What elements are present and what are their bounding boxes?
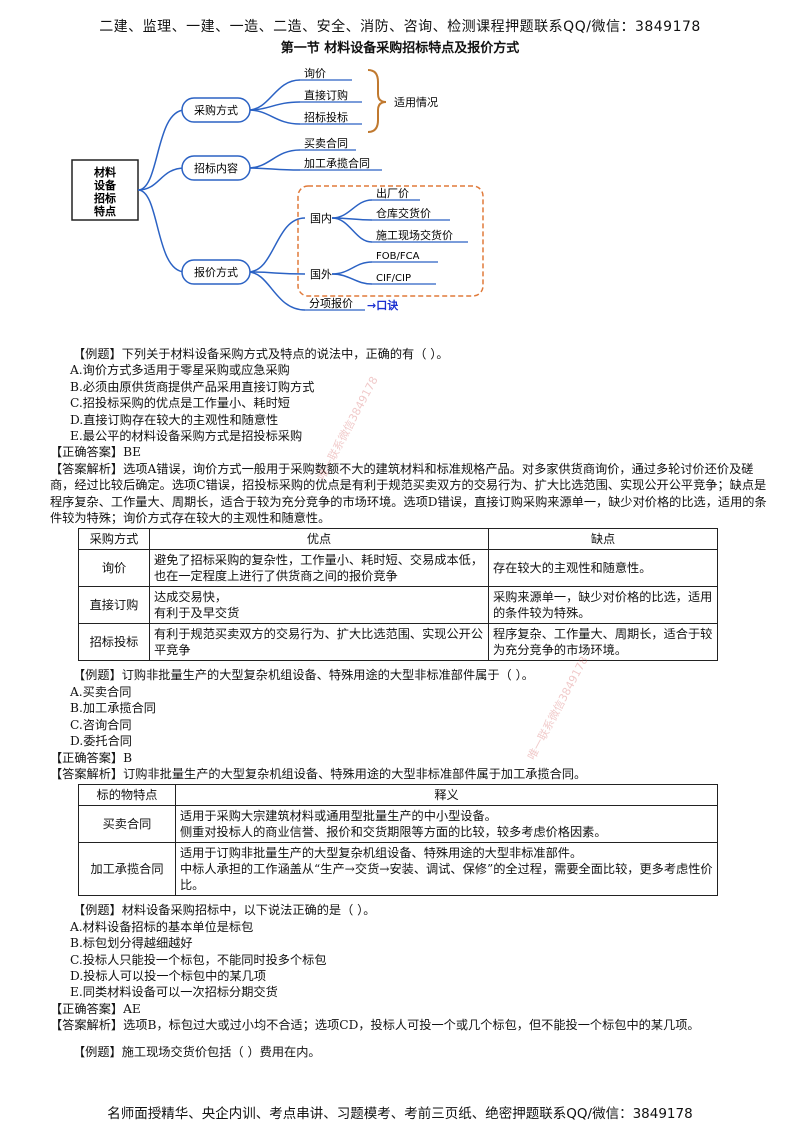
purchase-method-table: 采购方式 优点 缺点 询价 避免了招标采购的复杂性，工作量小、耗时短、交易成本低… bbox=[78, 528, 718, 662]
mnemonic-note: →口诀 bbox=[367, 298, 399, 312]
branch-box-tender-content bbox=[181, 155, 251, 181]
mindmap-root-box bbox=[71, 159, 139, 221]
table-cell: 加工承揽合同 bbox=[78, 842, 176, 897]
mind-map: 材料 设备 招标 特点 bbox=[71, 67, 484, 312]
table-cell: 询价 bbox=[78, 549, 150, 588]
table-cell: 直接订购 bbox=[78, 586, 150, 625]
branch-label: 采购方式 bbox=[194, 103, 238, 117]
main-content: 【例题】下列关于材料设备采购方式及特点的说法中，正确的有（ ）。 A.询价方式多… bbox=[50, 346, 767, 1060]
mindmap-item: 分项报价 bbox=[309, 296, 353, 310]
option: B.必须由原供货商提供产品采用直接订购方式 bbox=[70, 379, 315, 394]
table-cell: 存在较大的主观性和随意性。 bbox=[488, 549, 718, 588]
table-header: 采购方式 bbox=[78, 528, 150, 551]
option: D.直接订购存在较大的主观性和随意性 bbox=[70, 412, 279, 427]
table-cell: 程序复杂、工作量大、周期长，适合于较为充分竞争的市场环境。 bbox=[488, 623, 718, 662]
table-cell: 采购来源单一，缺少对价格的比选，适用的条件较为特殊。 bbox=[488, 586, 718, 625]
option: C.投标人只能投一个标包，不能同时投多个标包 bbox=[70, 952, 327, 967]
option: B.加工承揽合同 bbox=[70, 701, 156, 716]
table-cell: 招标投标 bbox=[78, 623, 150, 662]
mindmap-item: 施工现场交货价 bbox=[376, 228, 453, 242]
mindmap-item: 出厂价 bbox=[376, 186, 409, 200]
option: E.同类材料设备可以一次招标分期交货 bbox=[70, 985, 278, 1000]
table-row: 直接订购 达成交易快， 有利于及早交货 采购来源单一，缺少对价格的比选，适用的条… bbox=[78, 586, 718, 625]
table-header: 优点 bbox=[149, 528, 489, 551]
correct-answer: 【正确答案】B bbox=[50, 750, 133, 765]
mindmap-item: FOB/FCA bbox=[376, 251, 420, 262]
table-header: 释义 bbox=[175, 784, 718, 807]
table-cell: 买卖合同 bbox=[78, 805, 176, 844]
table-row: 询价 避免了招标采购的复杂性，工作量小、耗时短、交易成本低，也在一定程度上进行了… bbox=[78, 549, 718, 588]
question-stem: 【例题】材料设备采购招标中，以下说法正确的是（ ）。 bbox=[73, 903, 376, 918]
table-header: 标的物特点 bbox=[78, 784, 176, 807]
mindmap-item: 询价 bbox=[304, 67, 326, 80]
mindmap-item: 买卖合同 bbox=[304, 136, 348, 150]
table-cell: 达成交易快， 有利于及早交货 bbox=[149, 586, 489, 625]
table-row: 加工承揽合同 适用于订购非批量生产的大型复杂机组设备、特殊用途的大型非标准部件。… bbox=[78, 842, 718, 897]
brace-note: 适用情况 bbox=[394, 96, 438, 109]
table-row: 招标投标 有利于规范买卖双方的交易行为、扩大比选范围、实现公开公平竞争 程序复杂… bbox=[78, 623, 718, 662]
brace-shape bbox=[367, 69, 387, 133]
branch-box-purchase-method bbox=[181, 97, 251, 123]
mindmap-item: 加工承揽合同 bbox=[304, 156, 370, 170]
domestic-label: 国内 bbox=[310, 211, 332, 225]
mindmap-root-line: 材料 bbox=[94, 165, 116, 179]
question-stem: 【例题】下列关于材料设备采购方式及特点的说法中，正确的有（ ）。 bbox=[73, 347, 449, 361]
answer-analysis: 【答案解析】选项A错误，询价方式一般用于采购数额不大的建筑材料和标准规格产品。对… bbox=[50, 461, 767, 526]
mindmap-item: CIF/CIP bbox=[376, 273, 411, 284]
mindmap-item: 招标投标 bbox=[304, 110, 348, 124]
mindmap-root-line: 设备 bbox=[94, 178, 117, 192]
table-cell: 避免了招标采购的复杂性，工作量小、耗时短、交易成本低，也在一定程度上进行了供货商… bbox=[149, 549, 489, 588]
table-header: 缺点 bbox=[488, 528, 718, 551]
mindmap-item: 仓库交货价 bbox=[376, 206, 431, 220]
answer-analysis: 【答案解析】订购非批量生产的大型复杂机组设备、特殊用途的大型非标准部件属于加工承… bbox=[50, 766, 587, 781]
contract-type-table: 标的物特点 释义 买卖合同 适用于采购大宗建筑材料或通用型批量生产的中小型设备。… bbox=[78, 784, 718, 897]
option: D.委托合同 bbox=[70, 734, 132, 749]
option: D.投标人可以投一个标包中的某几项 bbox=[70, 968, 267, 983]
option: B.标包划分得越细越好 bbox=[70, 936, 193, 951]
question-stem: 【例题】订购非批量生产的大型复杂机组设备、特殊用途的大型非标准部件属于（ ）。 bbox=[73, 668, 534, 683]
correct-answer: 【正确答案】BE bbox=[50, 445, 141, 460]
question-stem: 【例题】施工现场交货价包括（ ）费用在内。 bbox=[73, 1044, 321, 1059]
page-header: 二建、监理、一建、一造、二造、安全、消防、咨询、检测课程押题联系QQ/微信：38… bbox=[99, 19, 701, 35]
option: C.咨询合同 bbox=[70, 717, 132, 732]
mindmap-connectors bbox=[137, 79, 373, 311]
option: A.买卖合同 bbox=[70, 684, 132, 699]
mindmap-underlines bbox=[300, 79, 468, 311]
mindmap-item: 直接订购 bbox=[304, 88, 348, 102]
dashed-group-box bbox=[297, 185, 484, 297]
answer-analysis: 【答案解析】选项B，标包过大或过小均不合适；选项CD，投标人可投一个或几个标包，… bbox=[50, 1018, 700, 1033]
option: A.询价方式多适用于零星采购或应急采购 bbox=[70, 363, 290, 378]
option: A.材料设备招标的基本单位是标包 bbox=[70, 919, 254, 934]
branch-label: 报价方式 bbox=[194, 265, 238, 279]
table-row: 买卖合同 适用于采购大宗建筑材料或通用型批量生产的中小型设备。 侧重对投标人的商… bbox=[78, 805, 718, 844]
mindmap-root-line: 招标 bbox=[94, 191, 116, 205]
option: C.招投标采购的优点是工作量小、耗时短 bbox=[70, 396, 290, 411]
branch-box-quote-method bbox=[181, 259, 251, 285]
mindmap-root-line: 特点 bbox=[94, 204, 116, 218]
section-title: 第一节 材料设备采购招标特点及报价方式 bbox=[280, 41, 520, 56]
branch-label: 招标内容 bbox=[194, 161, 238, 175]
table-cell: 适用于订购非批量生产的大型复杂机组设备、特殊用途的大型非标准部件。 中标人承担的… bbox=[175, 842, 718, 897]
table-cell: 有利于规范买卖双方的交易行为、扩大比选范围、实现公开公平竞争 bbox=[149, 623, 489, 662]
page-footer: 名师面授精华、央企内训、考点串讲、习题模考、考前三页纸、绝密押题联系QQ/微信：… bbox=[107, 1106, 693, 1122]
option: E.最公平的材料设备采购方式是招投标采购 bbox=[70, 429, 303, 444]
correct-answer: 【正确答案】AE bbox=[50, 1001, 141, 1016]
table-cell: 适用于采购大宗建筑材料或通用型批量生产的中小型设备。 侧重对投标人的商业信誉、报… bbox=[175, 805, 718, 844]
foreign-label: 国外 bbox=[310, 268, 332, 281]
